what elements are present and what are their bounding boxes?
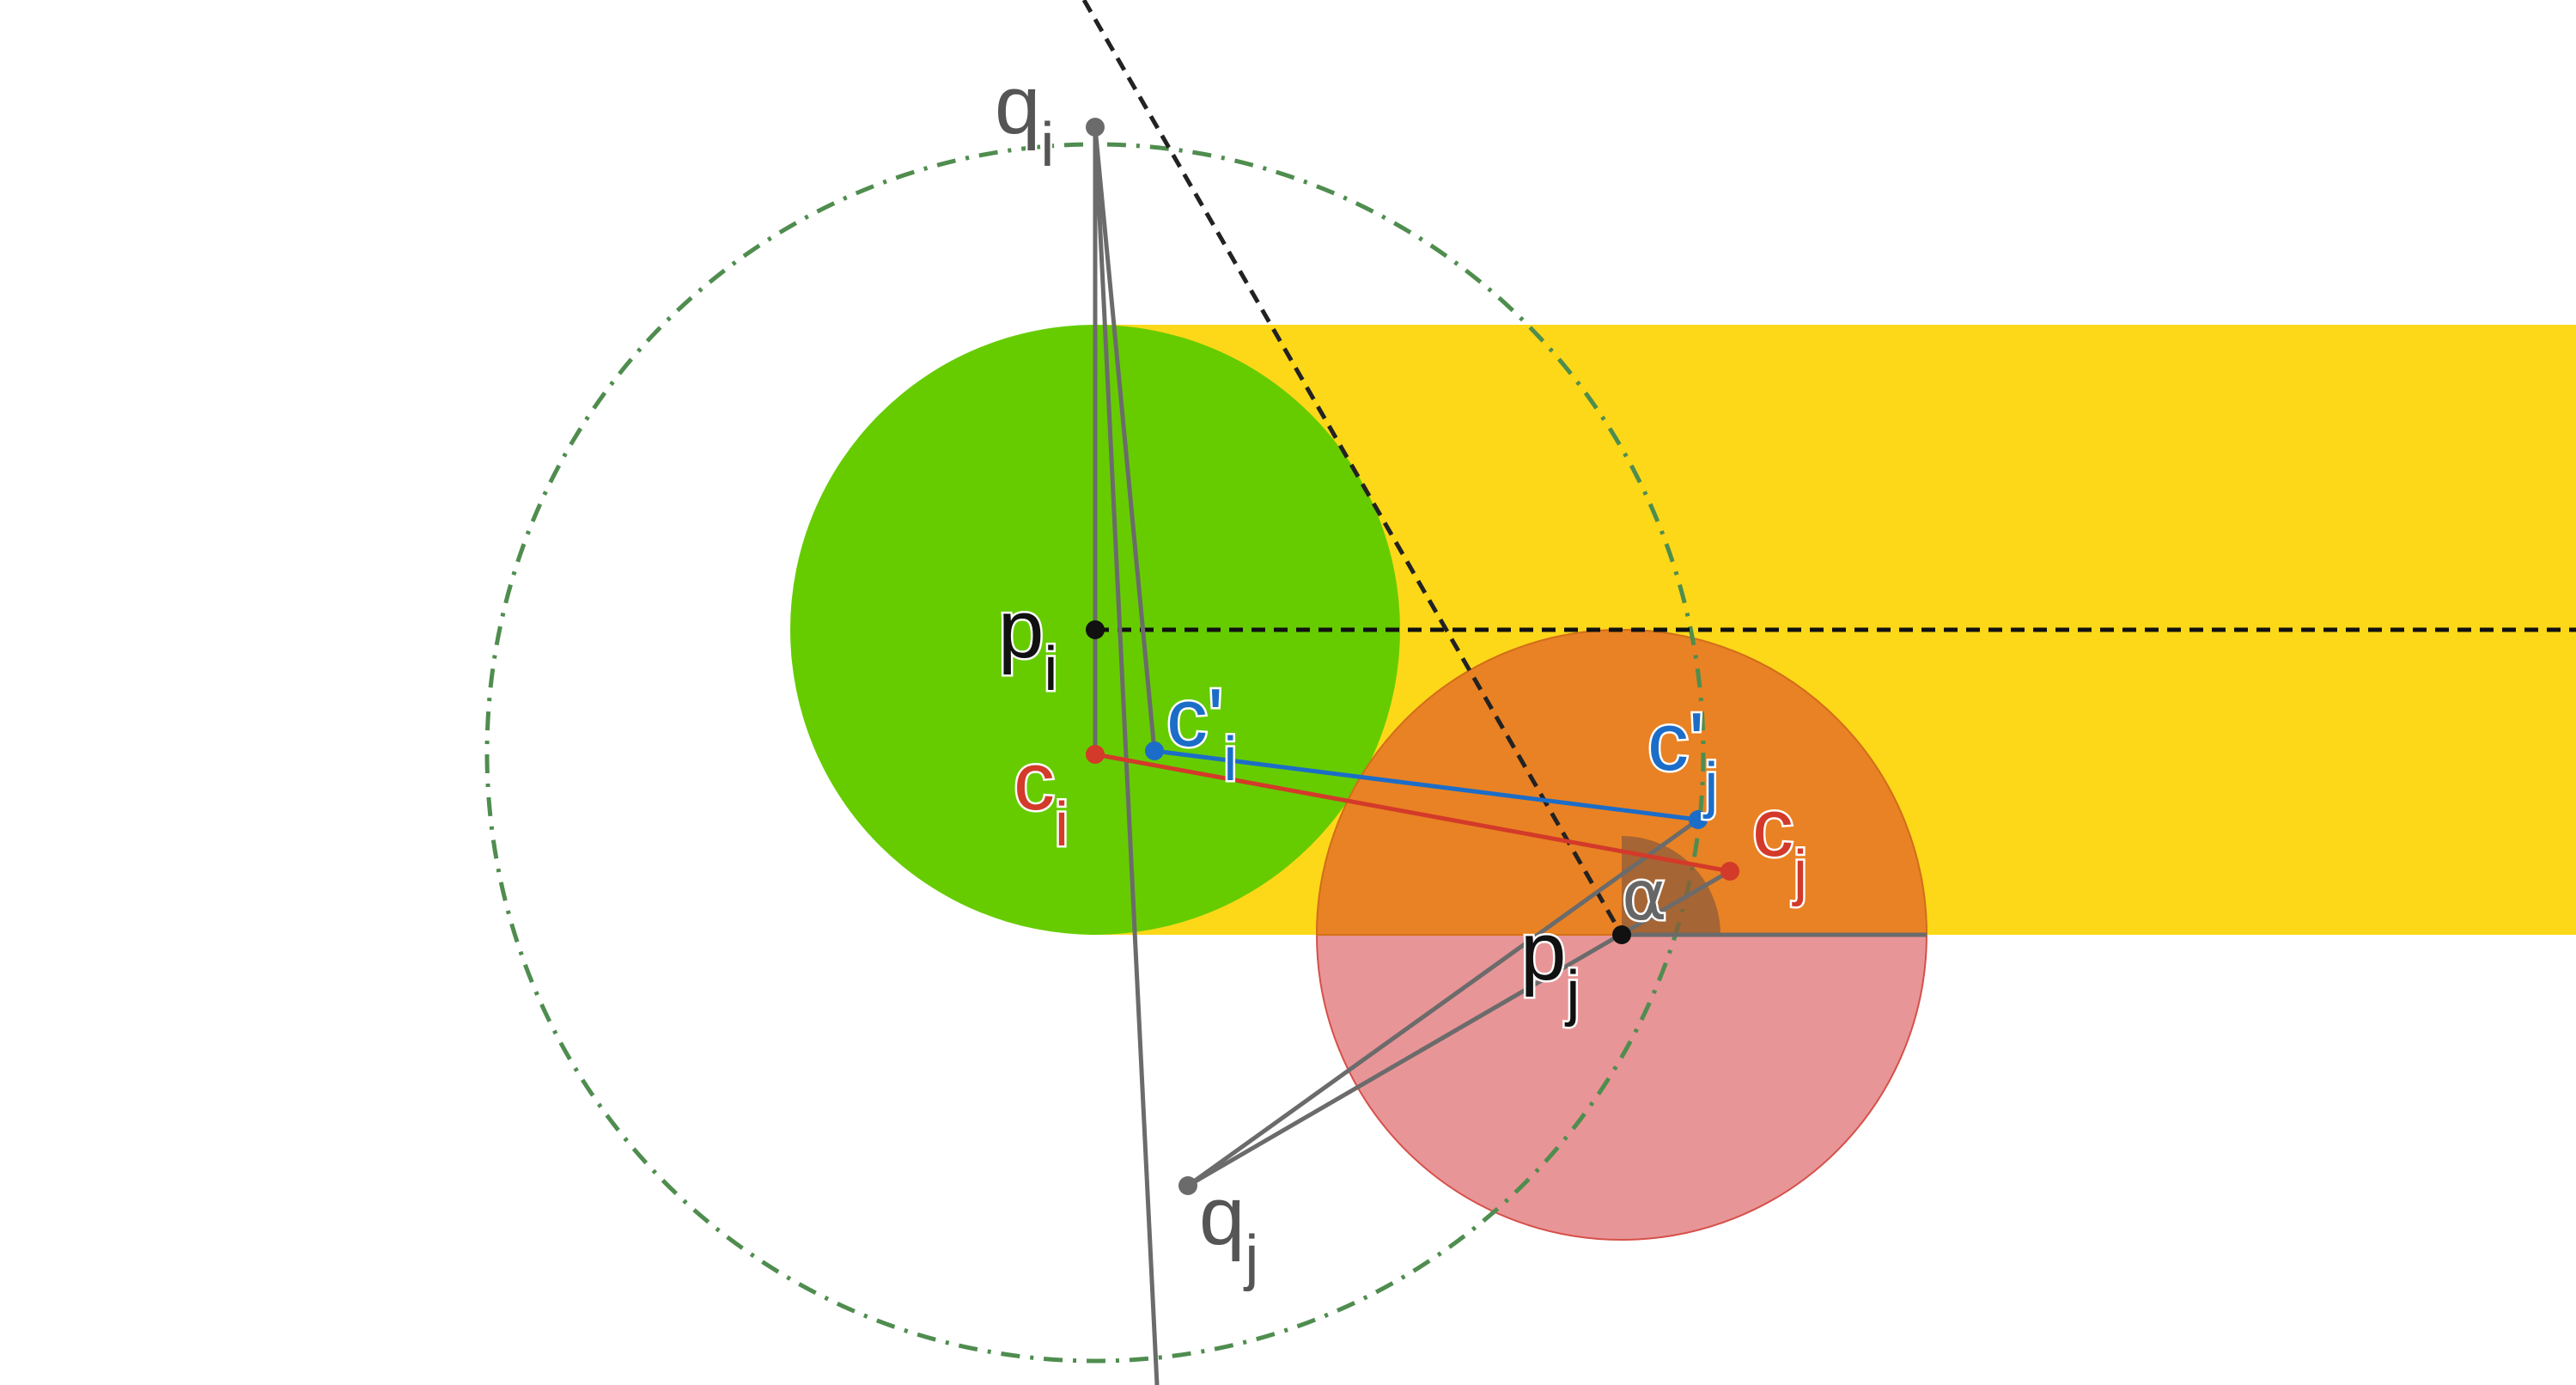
gray-lines (1093, 126, 1927, 1385)
label-cprime-i: c'i (1166, 672, 1237, 794)
line-qj-cj (1186, 869, 1732, 1188)
point-cprime-j (1689, 810, 1708, 829)
label-alpha: α (1622, 856, 1667, 936)
orange-half-disk (1315, 629, 1928, 936)
red-line-ci-cj (1094, 752, 1731, 874)
line-qj-cprime-j (1186, 817, 1700, 1188)
point-pi (1086, 620, 1105, 639)
point-cprime-i (1145, 741, 1164, 760)
point-cj (1720, 862, 1739, 881)
point-pj (1612, 925, 1631, 944)
point-qi (1086, 118, 1105, 137)
label-cprime-j: c'j (1647, 696, 1718, 820)
label-pi: pi (998, 583, 1057, 704)
point-ci (1086, 745, 1105, 764)
blue-line-cprime-i-cprime-j (1154, 748, 1699, 822)
point-qj (1178, 1176, 1197, 1195)
label-qj: qj (1199, 1170, 1258, 1292)
dashed-diagonal-line (1081, 0, 1624, 937)
angle-wedge (1622, 836, 1720, 935)
label-ci: ci (1014, 735, 1069, 859)
label-qi: qi (995, 59, 1054, 180)
label-cj: cj (1752, 782, 1807, 907)
line-qi-to-bottom (1093, 126, 1160, 1385)
label-pj: pj (1520, 906, 1580, 1028)
line-qi-cprime-i (1093, 126, 1157, 752)
